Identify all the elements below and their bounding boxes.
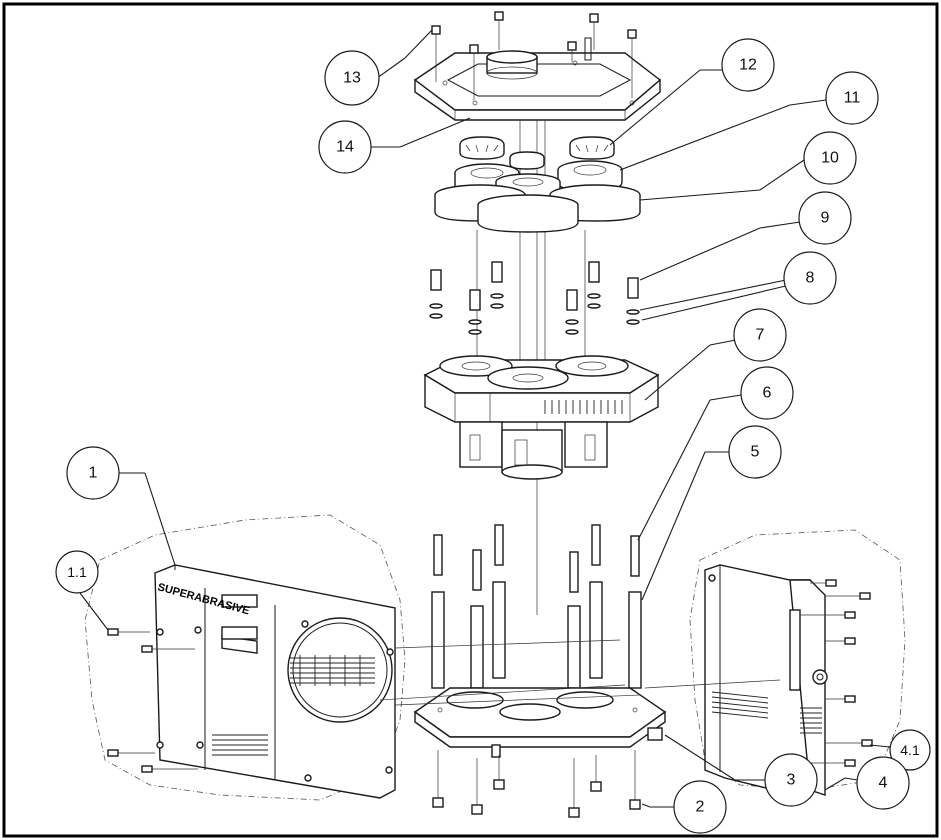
callout-12: 12 <box>609 38 775 146</box>
callout-1: 1 <box>66 446 176 566</box>
callout-14: 14 <box>318 117 471 174</box>
top-screws-part-13 <box>431 11 637 100</box>
callout-11: 11 <box>619 71 879 171</box>
callout-5: 5 <box>641 425 782 601</box>
callout-13: 13 <box>324 29 433 106</box>
callout-4-label: 4 <box>879 775 888 792</box>
callout-10: 10 <box>639 131 857 201</box>
bottom-screws-part-2 <box>432 750 641 818</box>
callout-4: 4 <box>824 756 910 810</box>
callout-9-label: 9 <box>821 210 830 227</box>
callout-6-label: 6 <box>763 385 772 402</box>
callout-4-1: 4.1 <box>869 729 931 771</box>
callout-7-label: 7 <box>756 327 765 344</box>
rods-part-6 <box>433 524 640 593</box>
knobs-part-12 <box>459 136 615 170</box>
callout-3-label: 3 <box>787 772 796 789</box>
callout-7: 7 <box>644 308 787 401</box>
callout-8-label: 8 <box>806 270 815 287</box>
callout-9: 9 <box>639 191 852 281</box>
callout-11-label: 11 <box>844 90 861 107</box>
callout-6: 6 <box>637 366 794 541</box>
callout-1-1: 1.1 <box>55 550 109 631</box>
side-panel-part-4 <box>644 529 906 796</box>
top-cover-part-14 <box>413 37 662 121</box>
callout-5-label: 5 <box>751 444 760 461</box>
wheels-part-10 <box>434 184 641 233</box>
panel-screws-part-1-1 <box>107 620 394 782</box>
motor-housing-part-7 <box>423 355 660 480</box>
callout-12-label: 12 <box>739 57 757 74</box>
callout-3: 3 <box>664 734 818 807</box>
callout-2-label: 2 <box>696 799 705 816</box>
callout-13-label: 13 <box>343 70 361 87</box>
callout-1-label: 1 <box>89 465 98 482</box>
washers-part-8 <box>429 293 640 335</box>
spacers-part-5 <box>431 581 642 689</box>
pins-part-9 <box>430 261 639 311</box>
base-plate-part-3 <box>413 687 667 758</box>
callout-8: 8 <box>639 251 837 321</box>
callout-14-label: 14 <box>336 139 354 156</box>
callout-1-1-label: 1.1 <box>67 564 87 580</box>
callout-10-label: 10 <box>821 150 839 167</box>
front-panel-part-1: SUPERABRASIVE <box>84 514 641 801</box>
callout-2: 2 <box>641 780 727 834</box>
callout-4-1-label: 4.1 <box>900 742 920 758</box>
